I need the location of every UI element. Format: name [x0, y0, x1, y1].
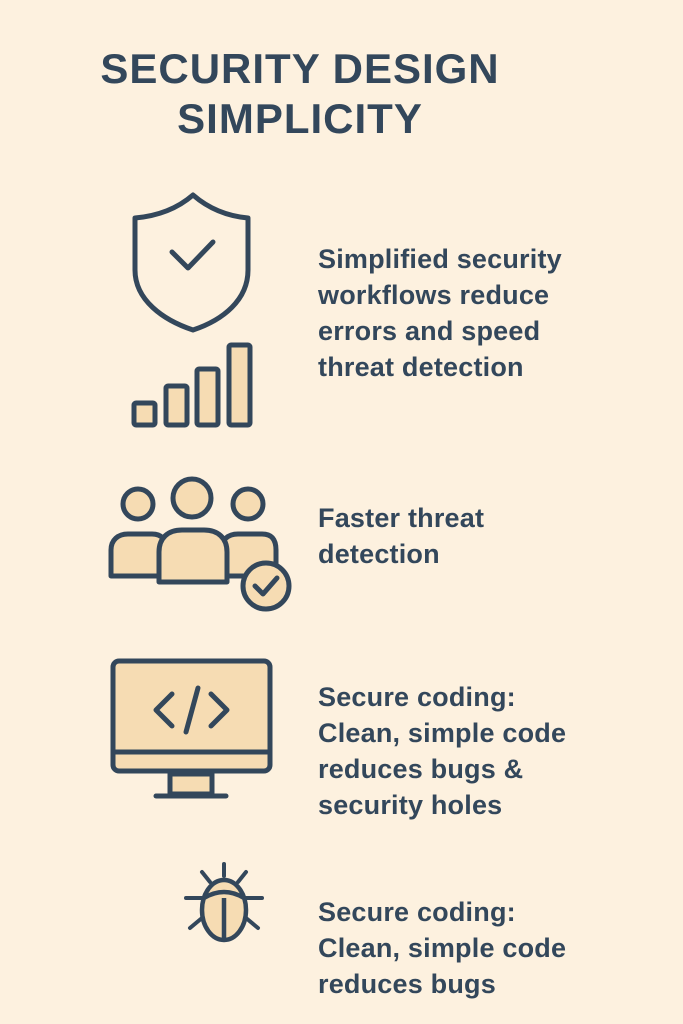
item-1-line-3: errors and speed — [318, 316, 541, 346]
item-1-text: Simplified security workflows reduce err… — [318, 241, 562, 385]
bug-icon — [184, 862, 264, 943]
bar-chart-icon — [131, 342, 253, 428]
shield-check-icon — [132, 192, 251, 333]
item-4-line-1: Secure coding: — [318, 897, 516, 927]
item-1-line-2: workflows reduce — [318, 280, 550, 310]
page-title: SECURITY DESIGN SIMPLICITY — [0, 44, 600, 144]
item-3-line-3: reduces bugs & — [318, 754, 524, 784]
item-2-line-1: Faster threat — [318, 503, 485, 533]
title-line-2: SIMPLICITY — [177, 95, 423, 142]
item-2-text: Faster threat detection — [318, 500, 484, 572]
monitor-code-icon — [110, 658, 273, 799]
item-4-text: Secure coding: Clean, simple code reduce… — [318, 894, 566, 1002]
item-3-line-2: Clean, simple code — [318, 718, 567, 748]
item-3-line-1: Secure coding: — [318, 682, 516, 712]
item-1-line-4: threat detection — [318, 352, 524, 382]
team-check-icon — [108, 476, 292, 612]
item-4-line-3: reduces bugs — [318, 969, 496, 999]
item-1-line-1: Simplified security — [318, 244, 562, 274]
item-3-text: Secure coding: Clean, simple code reduce… — [318, 679, 566, 823]
item-4-line-2: Clean, simple code — [318, 933, 567, 963]
item-2-line-2: detection — [318, 539, 440, 569]
title-line-1: SECURITY DESIGN — [100, 45, 500, 92]
item-3-line-4: security holes — [318, 790, 503, 820]
